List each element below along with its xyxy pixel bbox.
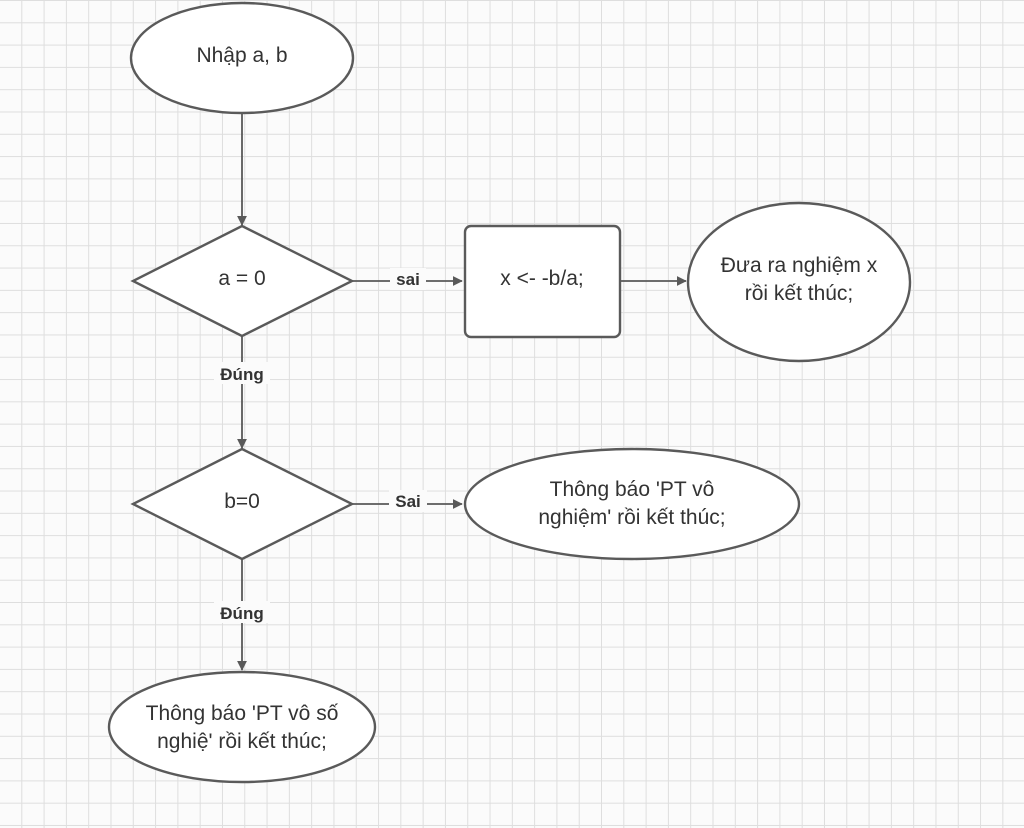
svg-text:x <- -b/a;: x <- -b/a;	[500, 267, 583, 290]
node-decision-a-equals-zero[interactable]: a = 0	[130, 224, 355, 338]
node-decision-b-equals-zero[interactable]: b=0	[130, 447, 355, 561]
svg-text:Đúng: Đúng	[220, 365, 263, 384]
svg-text:Đúng: Đúng	[220, 604, 263, 623]
svg-text:nghiệm' rồi kết thúc;: nghiệm' rồi kết thúc;	[538, 506, 725, 529]
node-output-no-solution[interactable]: Thông báo 'PT vô nghiệm' rồi kết thúc;	[463, 447, 801, 561]
svg-text:nghiệ' rồi kết thúc;: nghiệ' rồi kết thúc;	[157, 730, 327, 753]
svg-text:rồi kết thúc;: rồi kết thúc;	[745, 282, 854, 305]
node-output-solution[interactable]: Đưa ra nghiệm x rồi kết thúc;	[686, 201, 912, 363]
edge-label-check-a-false: sai	[390, 268, 426, 290]
svg-text:Thông báo 'PT vô: Thông báo 'PT vô	[550, 478, 715, 501]
edge-label-check-b-true: Đúng	[214, 601, 270, 623]
svg-text:Sai: Sai	[395, 492, 421, 511]
svg-text:b=0: b=0	[224, 490, 260, 513]
svg-text:Nhập a, b: Nhập a, b	[196, 44, 287, 67]
svg-text:sai: sai	[396, 270, 420, 289]
svg-text:Thông báo 'PT vô số: Thông báo 'PT vô số	[146, 702, 339, 725]
svg-text:Đưa ra nghiệm x: Đưa ra nghiệm x	[721, 254, 878, 277]
node-input[interactable]: Nhập a, b	[129, 1, 355, 115]
svg-text:a = 0: a = 0	[218, 267, 265, 290]
node-process-compute-x[interactable]: x <- -b/a;	[463, 224, 622, 339]
edge-label-check-b-false: Sai	[389, 490, 427, 512]
node-output-infinite-solutions[interactable]: Thông báo 'PT vô số nghiệ' rồi kết thúc;	[107, 670, 377, 784]
edge-label-check-a-true: Đúng	[214, 362, 270, 384]
